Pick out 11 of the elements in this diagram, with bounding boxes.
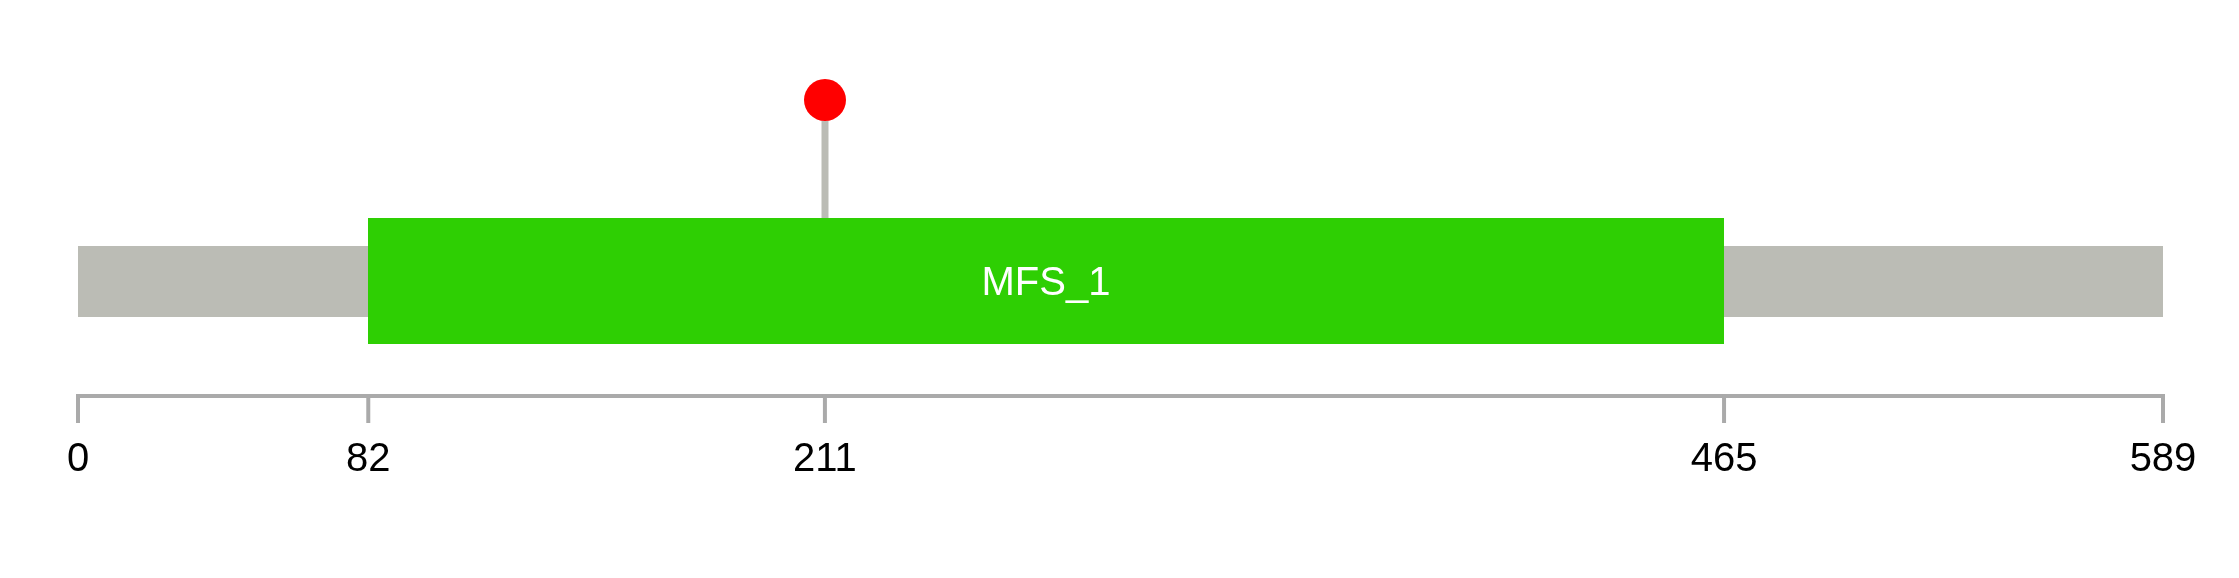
protein-backbone-bar <box>1724 246 2163 317</box>
tick-label: 0 <box>66 435 90 480</box>
protein-backbone-bar <box>78 246 368 317</box>
domain-label: MFS_1 <box>981 258 1111 304</box>
mutation-dot <box>804 79 846 121</box>
tick-label: 465 <box>1690 435 1758 480</box>
tick-label: 211 <box>793 435 857 480</box>
lollipop-stem <box>821 121 829 218</box>
tick-label: 82 <box>346 435 391 480</box>
protein-domain-box <box>368 218 1724 344</box>
tick-label: 589 <box>2129 435 2197 480</box>
